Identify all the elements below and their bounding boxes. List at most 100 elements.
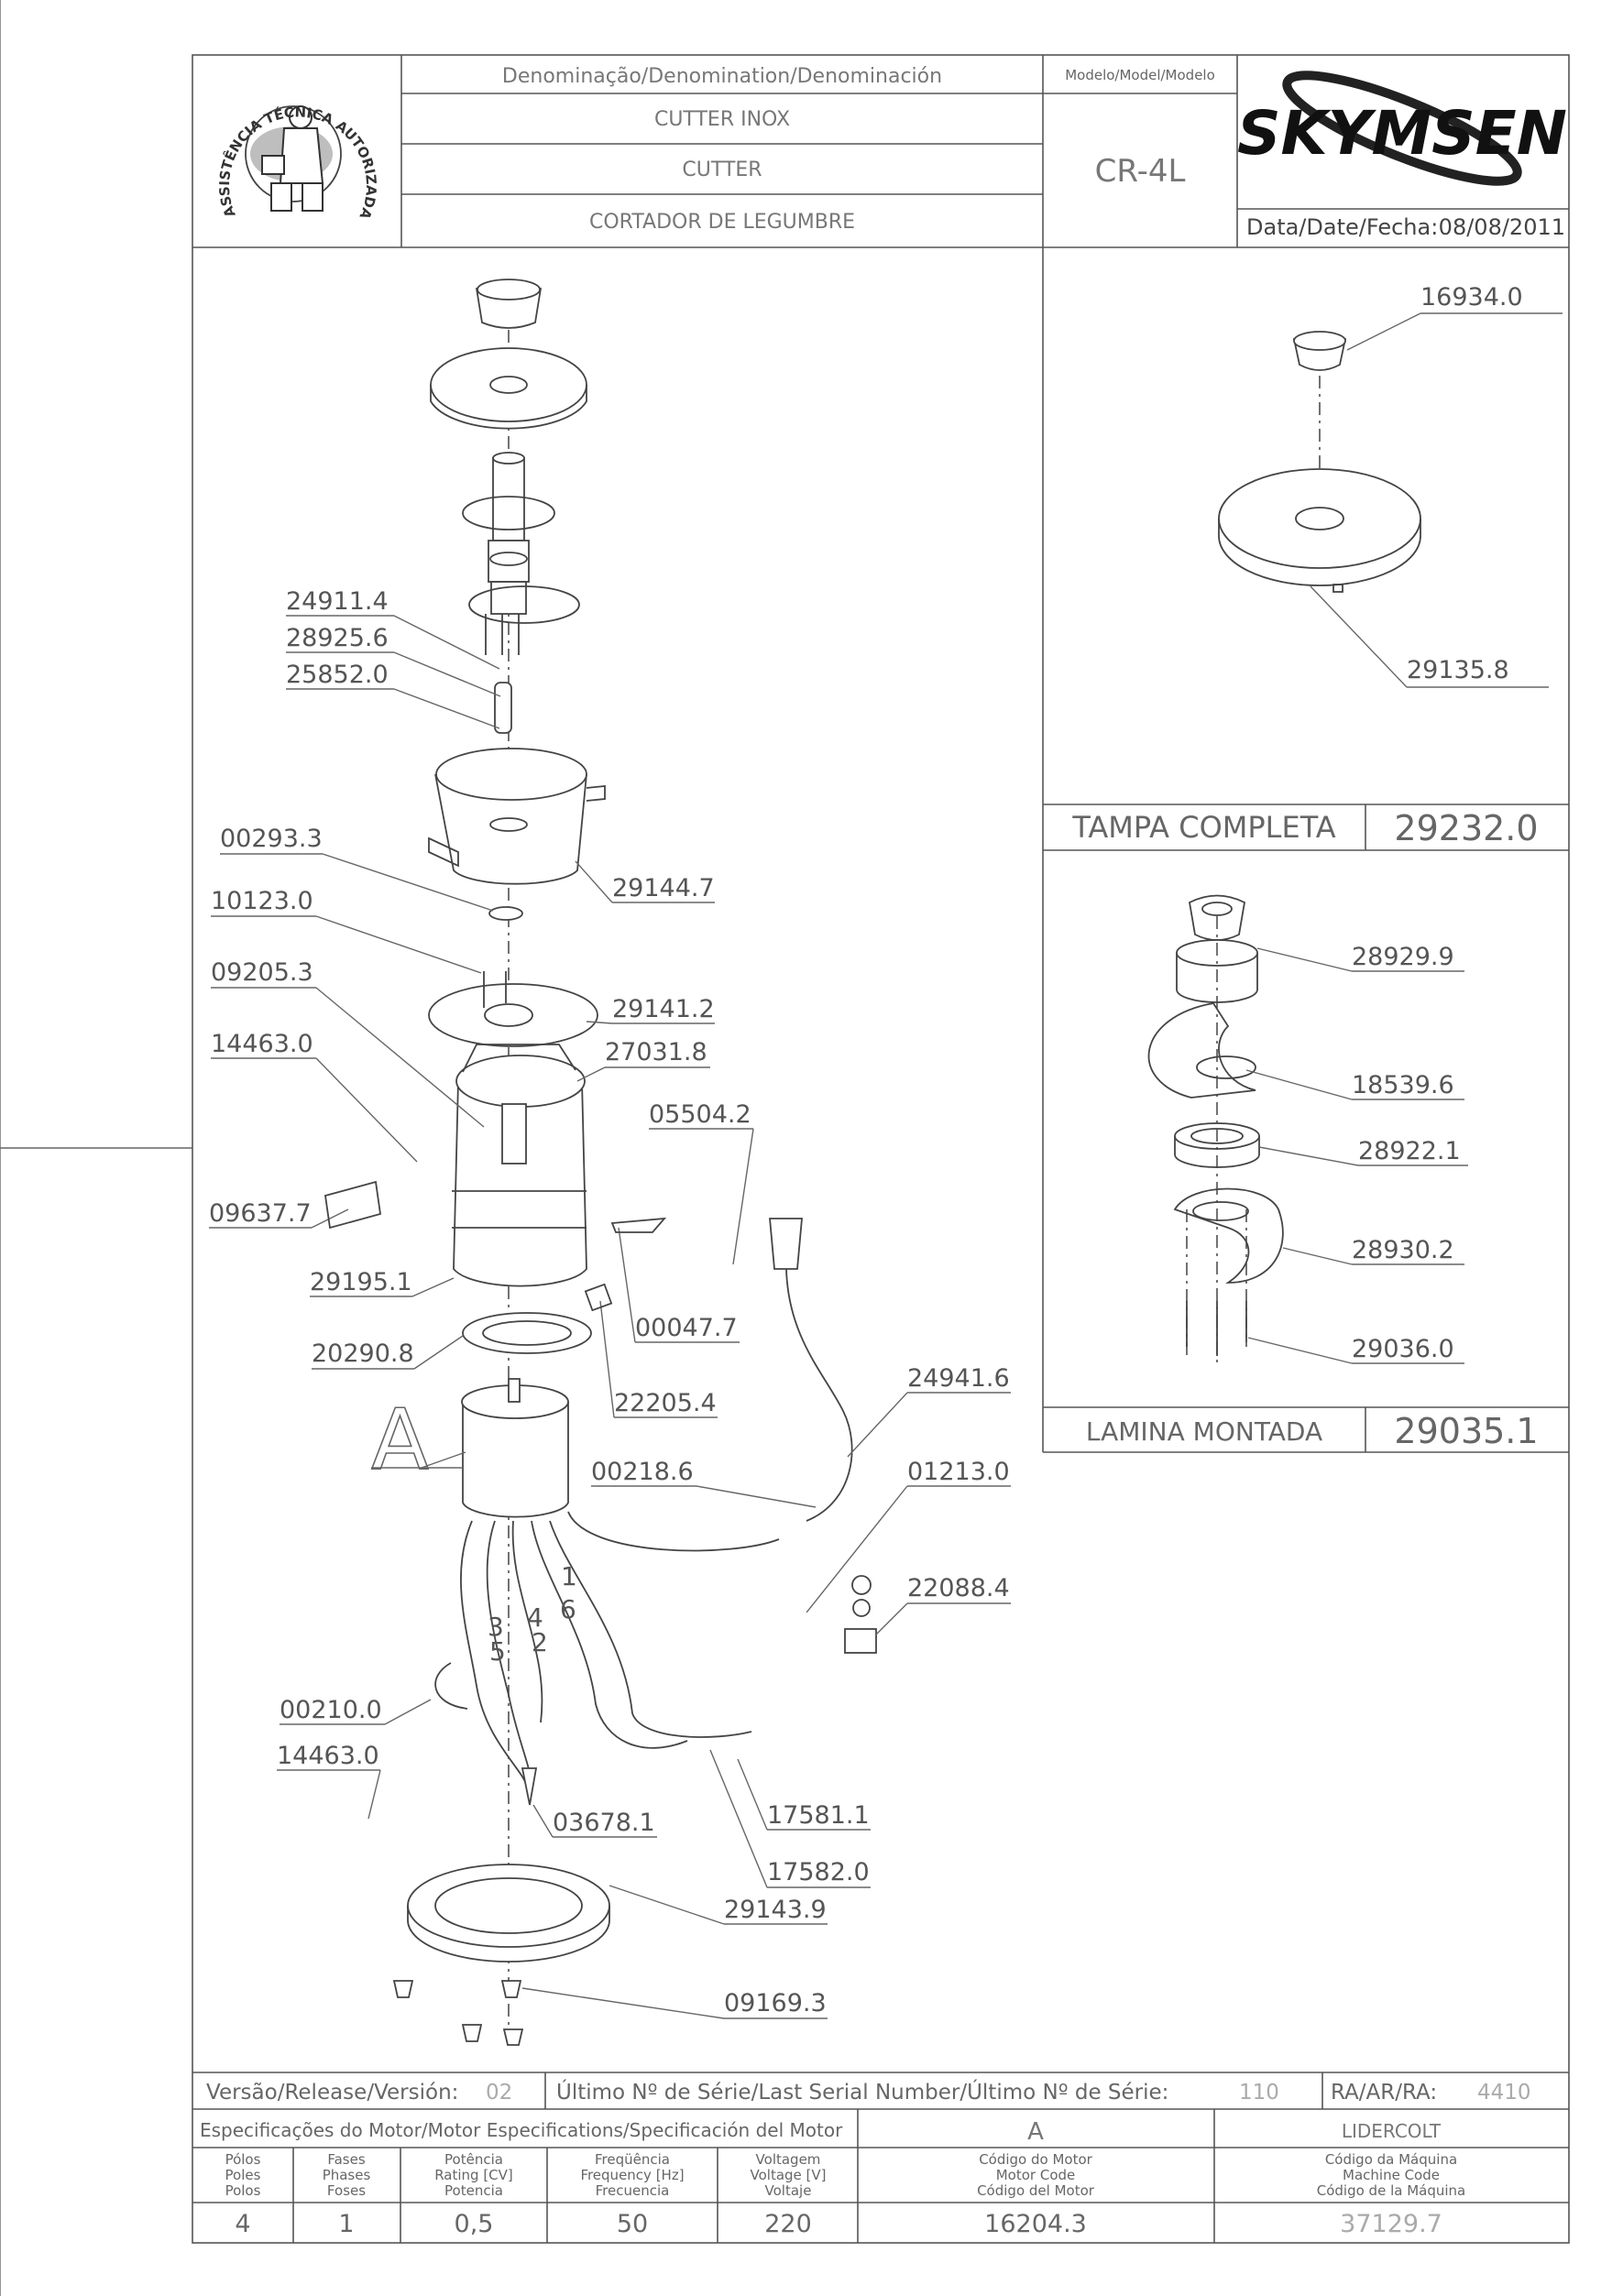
rating-header-en: Rating [CV] [434, 2167, 513, 2183]
part-label-17582-0: 17582.0 [767, 1858, 870, 1886]
part-label-28929-9: 28929.9 [1352, 943, 1454, 971]
part-label-29144-7: 29144.7 [612, 874, 715, 902]
denomination-title: Denominação/Denomination/Denominación [502, 65, 942, 88]
part-label-16934-0: 16934.0 [1420, 283, 1523, 312]
machine-code-header-en: Machine Code [1343, 2167, 1440, 2183]
part-label-03678-1: 03678.1 [553, 1809, 655, 1837]
drawing-frame [192, 54, 1570, 2244]
blade-assembly-name: LAMINA MONTADA [1086, 1416, 1322, 1447]
machine-code-header-pt: Código da Máquina [1325, 2151, 1457, 2168]
machine-code-header-es: Código de la Máquina [1317, 2182, 1465, 2199]
brand-logo: SKYMSEN [1237, 71, 1567, 186]
date-label: Data/Date/Fecha: [1246, 214, 1438, 240]
voltage-header-pt: Voltagem [756, 2151, 821, 2168]
bowl-part [434, 773, 587, 885]
title-block: ASSISTÊNCIA TÉCNICA AUTORIZADA Denominaç… [192, 55, 1569, 248]
part-label-29135-8: 29135.8 [1407, 656, 1509, 684]
part-label-20290-8: 20290.8 [312, 1339, 414, 1368]
part-label-09637-7: 09637.7 [209, 1199, 312, 1228]
serial-label: Último Nº de Série/Last Serial Number/Úl… [556, 2079, 1168, 2105]
ra-value: 4410 [1477, 2081, 1531, 2105]
part-label-29143-9: 29143.9 [724, 1896, 827, 1924]
wire-number-4: 4 [527, 1602, 543, 1633]
part-label-05504-2: 05504.2 [649, 1100, 751, 1129]
part-label-17581-1: 17581.1 [767, 1801, 870, 1830]
date-value: 08/08/2011 [1439, 214, 1565, 240]
phases-header-en: Phases [323, 2167, 371, 2183]
part-label-00293-3: 00293.3 [220, 825, 323, 853]
part-label-28922-1: 28922.1 [1358, 1137, 1461, 1165]
part-label-24941-6: 24941.6 [907, 1364, 1010, 1393]
part-label-25852-0: 25852.0 [286, 661, 389, 689]
part-label-29036-0: 29036.0 [1352, 1335, 1454, 1363]
voltage-header-es: Voltaje [765, 2182, 812, 2199]
part-label-22205-4: 22205.4 [614, 1389, 717, 1417]
frequency-value: 50 [617, 2210, 648, 2238]
wire-number-2: 2 [532, 1627, 548, 1657]
motor-code-value: 16204.3 [984, 2210, 1087, 2238]
motor-code-header-es: Código del Motor [977, 2182, 1095, 2199]
lower-blade-part [1173, 1187, 1284, 1284]
motor-code-header-en: Motor Code [996, 2167, 1076, 2183]
authorized-service-seal: ASSISTÊNCIA TÉCNICA AUTORIZADA [216, 104, 379, 222]
switch-part [844, 1628, 877, 1654]
voltage-value: 220 [764, 2210, 812, 2238]
part-label-27031-8: 27031.8 [605, 1038, 707, 1066]
housing-part [453, 1080, 587, 1287]
part-label-09169-3: 09169.3 [724, 1989, 827, 2017]
frequency-header-pt: Freqüência [595, 2151, 670, 2168]
part-label-24911-4: 24911.4 [286, 587, 389, 616]
version-label: Versão/Release/Versión: [206, 2081, 458, 2105]
spec-table: Versão/Release/Versión: 02 Último Nº de … [192, 2072, 1569, 2243]
part-label-01213-0: 01213.0 [907, 1458, 1010, 1486]
frequency-header-es: Frecuencia [596, 2182, 670, 2199]
model-value: CR-4L [1095, 153, 1186, 190]
blade-assembly-code: 29035.1 [1394, 1411, 1538, 1451]
part-label-00218-6: 00218.6 [591, 1458, 694, 1486]
shaft-part [492, 457, 525, 541]
part-label-00210-0: 00210.0 [280, 1696, 382, 1724]
frequency-header-en: Frequency [Hz] [580, 2167, 684, 2183]
ra-label: RA/AR/RA: [1331, 2081, 1437, 2105]
motor-maker: LIDERCOLT [1342, 2120, 1442, 2142]
poles-header-en: Poles [225, 2167, 261, 2183]
part-label-28925-6: 28925.6 [286, 624, 389, 652]
brand-name: SKYMSEN [1237, 98, 1567, 169]
part-label-18539-6: 18539.6 [1352, 1071, 1454, 1099]
part-label-14463-0-b: 14463.0 [277, 1742, 379, 1770]
motor-part [462, 1402, 569, 1518]
base-grille-part [407, 1864, 610, 1948]
phases-header-es: Foses [327, 2182, 366, 2199]
poles-value: 4 [235, 2210, 250, 2238]
wire-number-3: 3 [488, 1612, 504, 1642]
wire-number-1: 1 [561, 1561, 577, 1591]
blade-assembly-drawing [1147, 894, 1284, 1365]
version-value: 02 [486, 2081, 512, 2105]
mechanic-body-icon [279, 127, 324, 184]
poles-header-pt: Pólos [225, 2151, 261, 2168]
right-panels: 16934.0 29135.8 TAMPA COMPLETA 29232.0 [1042, 247, 1569, 1453]
name-en: CUTTER [682, 159, 762, 181]
machine-code-value: 37129.7 [1340, 2210, 1442, 2238]
motor-code-header-pt: Código do Motor [979, 2151, 1092, 2168]
serial-value: 110 [1239, 2081, 1279, 2105]
name-pt: CUTTER INOX [654, 108, 790, 131]
poles-header-es: Polos [225, 2182, 261, 2199]
part-label-28930-2: 28930.2 [1352, 1236, 1454, 1264]
part-label-29195-1: 29195.1 [310, 1268, 412, 1296]
wire-number-6: 6 [560, 1594, 576, 1624]
voltage-header-en: Voltage [V] [751, 2167, 827, 2183]
upper-blade-part [1147, 1002, 1256, 1099]
motor-spec-label: Especificações do Motor/Motor Especifica… [200, 2119, 843, 2141]
cover-assembly-drawing [1218, 331, 1421, 593]
motor-spec-ref: A [1027, 2118, 1044, 2146]
name-es: CORTADOR DE LEGUMBRE [589, 211, 855, 234]
rating-header-es: Potencia [444, 2182, 503, 2199]
part-label-09205-3: 09205.3 [211, 958, 313, 987]
part-label-22088-4: 22088.4 [907, 1574, 1010, 1602]
part-label-29141-2: 29141.2 [612, 995, 715, 1023]
phases-header-pt: Fases [327, 2151, 365, 2168]
cover-assembly-name: TAMPA COMPLETA [1071, 810, 1335, 845]
power-plug-part [769, 1218, 803, 1270]
